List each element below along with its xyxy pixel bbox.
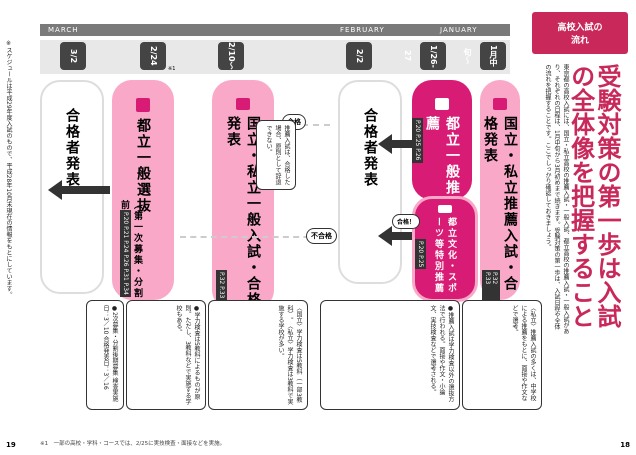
arrow-1-line [60,186,110,194]
card-toritsu-suisen-title: 都立一般推薦 [424,116,460,197]
label-pass2: 合格！ [392,214,421,229]
arrow-2-head [378,226,392,246]
date-1: 3/2 [60,42,86,70]
card-pass-middle: 合格者発表 [338,80,402,284]
card-toritsu-bunka-title: 都立文化・スポーツ等特別推薦 [433,216,456,294]
date-3: 2/10〜 [218,42,244,70]
date-6: 1月中旬〜 [463,42,506,70]
note-box: 推薦入試は、合格した場合、原則として辞退できない。 [256,120,296,190]
tl-february: FEBRUARY [340,26,385,34]
card-pass-final-title: 合格者発表 [64,108,80,188]
date-note: ※1 [168,66,176,72]
date-4: 2/2 [346,42,372,70]
school-icon-3 [435,98,449,111]
sidebar-body: 東京都の高校入試には、国立・私立高校の推薦入試・一般入試、都立高校の推薦入試・一… [544,64,569,334]
date-row: 3/2 2/24 2/10〜 2/2 1/26-27 1月中旬〜 ※1 [40,40,510,74]
page-number-right: 18 [620,441,630,449]
school-icon-1 [136,98,150,112]
pages-bunka: P.20 P.25 [415,239,426,270]
left-note: ※スケジュールは平成29年度入試のもので、平成28年10月末現在の情報をもとにし… [4,40,13,300]
info-box-5: 〈私立〉推薦入試の多くは、中学校による推薦をもとに、面接や作文などで選考。 [462,300,542,410]
tl-march: MARCH [48,26,79,34]
arrow-1-head [48,180,62,200]
arrow-3-line [390,140,412,148]
school-icon-2 [236,98,250,111]
date-2: 2/24 [140,42,166,70]
pages-ippan: P.20 P.21 P.24 P.26 P.31 P.34 [120,210,131,297]
arrow-3-head [378,134,392,154]
pages-shiritsu-suisen: P.32 P.33 [482,270,500,300]
pages-shiritsu: P.32 P.33 [216,270,227,301]
school-icon-5 [493,98,507,110]
card-shiritsu-suisen-title: 国立・私立推薦入試・合格発表 [482,115,518,292]
dashed-fail-line [180,236,330,238]
card-toritsu-bunka: 都立文化・スポーツ等特別推薦 P.20 P.25 [412,196,478,302]
info-box-1: ●2次募集・分割後期募集 検査実施日：3／10 合格発表日：3／16 [86,300,124,410]
tl-january: JANUARY [440,26,478,34]
pages-suisen: P.20 P.25 P.26 [412,118,423,163]
info-box-2: ●学力検査は5教科によるものが原則。ただし、3教科などで実施する学校もある。 [126,300,206,410]
section-tag: 高校入試の 流れ [532,12,628,54]
arrow-2-line [390,232,412,240]
school-icon-4 [438,205,452,213]
card-toritsu-ippan: 都立一般選抜 （第一次募集・分割前期募集） P.20 P.21 P.24 P.2… [112,80,174,300]
card-shiritsu-ippan: 国立・私立一般入試・合格発表 P.32 P.33 [212,80,274,310]
headline: 受験対策の第一歩は入試の全体像を把握すること [566,64,621,328]
timeline-bar: MARCH FEBRUARY JANUARY [40,24,510,36]
section-tag-line2: 流れ [570,36,589,46]
card-pass-middle-title: 合格者発表 [362,108,378,188]
info-box-4: ●推薦入試は学力検査以外の選抜方法で行われる。面接や作文・小論文、実技検査などで… [320,300,460,410]
card-shiritsu-suisen: 国立・私立推薦入試・合格発表 P.32 P.33 [480,80,520,300]
date-5: 1/26-27 [403,42,446,70]
card-toritsu-ippan-title: 都立一般選抜 [135,118,151,214]
footnote: ※1 一部の高校・学科・コースでは、2/25に実技検査・面接などを実施。 [40,441,226,447]
card-toritsu-suisen: 都立一般推薦 P.20 P.25 P.26 [412,80,472,200]
section-tag-line1: 高校入試の [557,23,603,33]
page-number-left: 19 [6,441,16,449]
info-box-3: 〈国立〉学力検査は5教科（一部3教科）。〈私立〉学力検査は3教科で実施する学校が… [208,300,308,410]
label-fail: 不合格 [306,228,337,244]
left-note-text: ※スケジュールは平成29年度入試のもので、平成28年10月末現在の情報をもとにし… [5,40,12,298]
